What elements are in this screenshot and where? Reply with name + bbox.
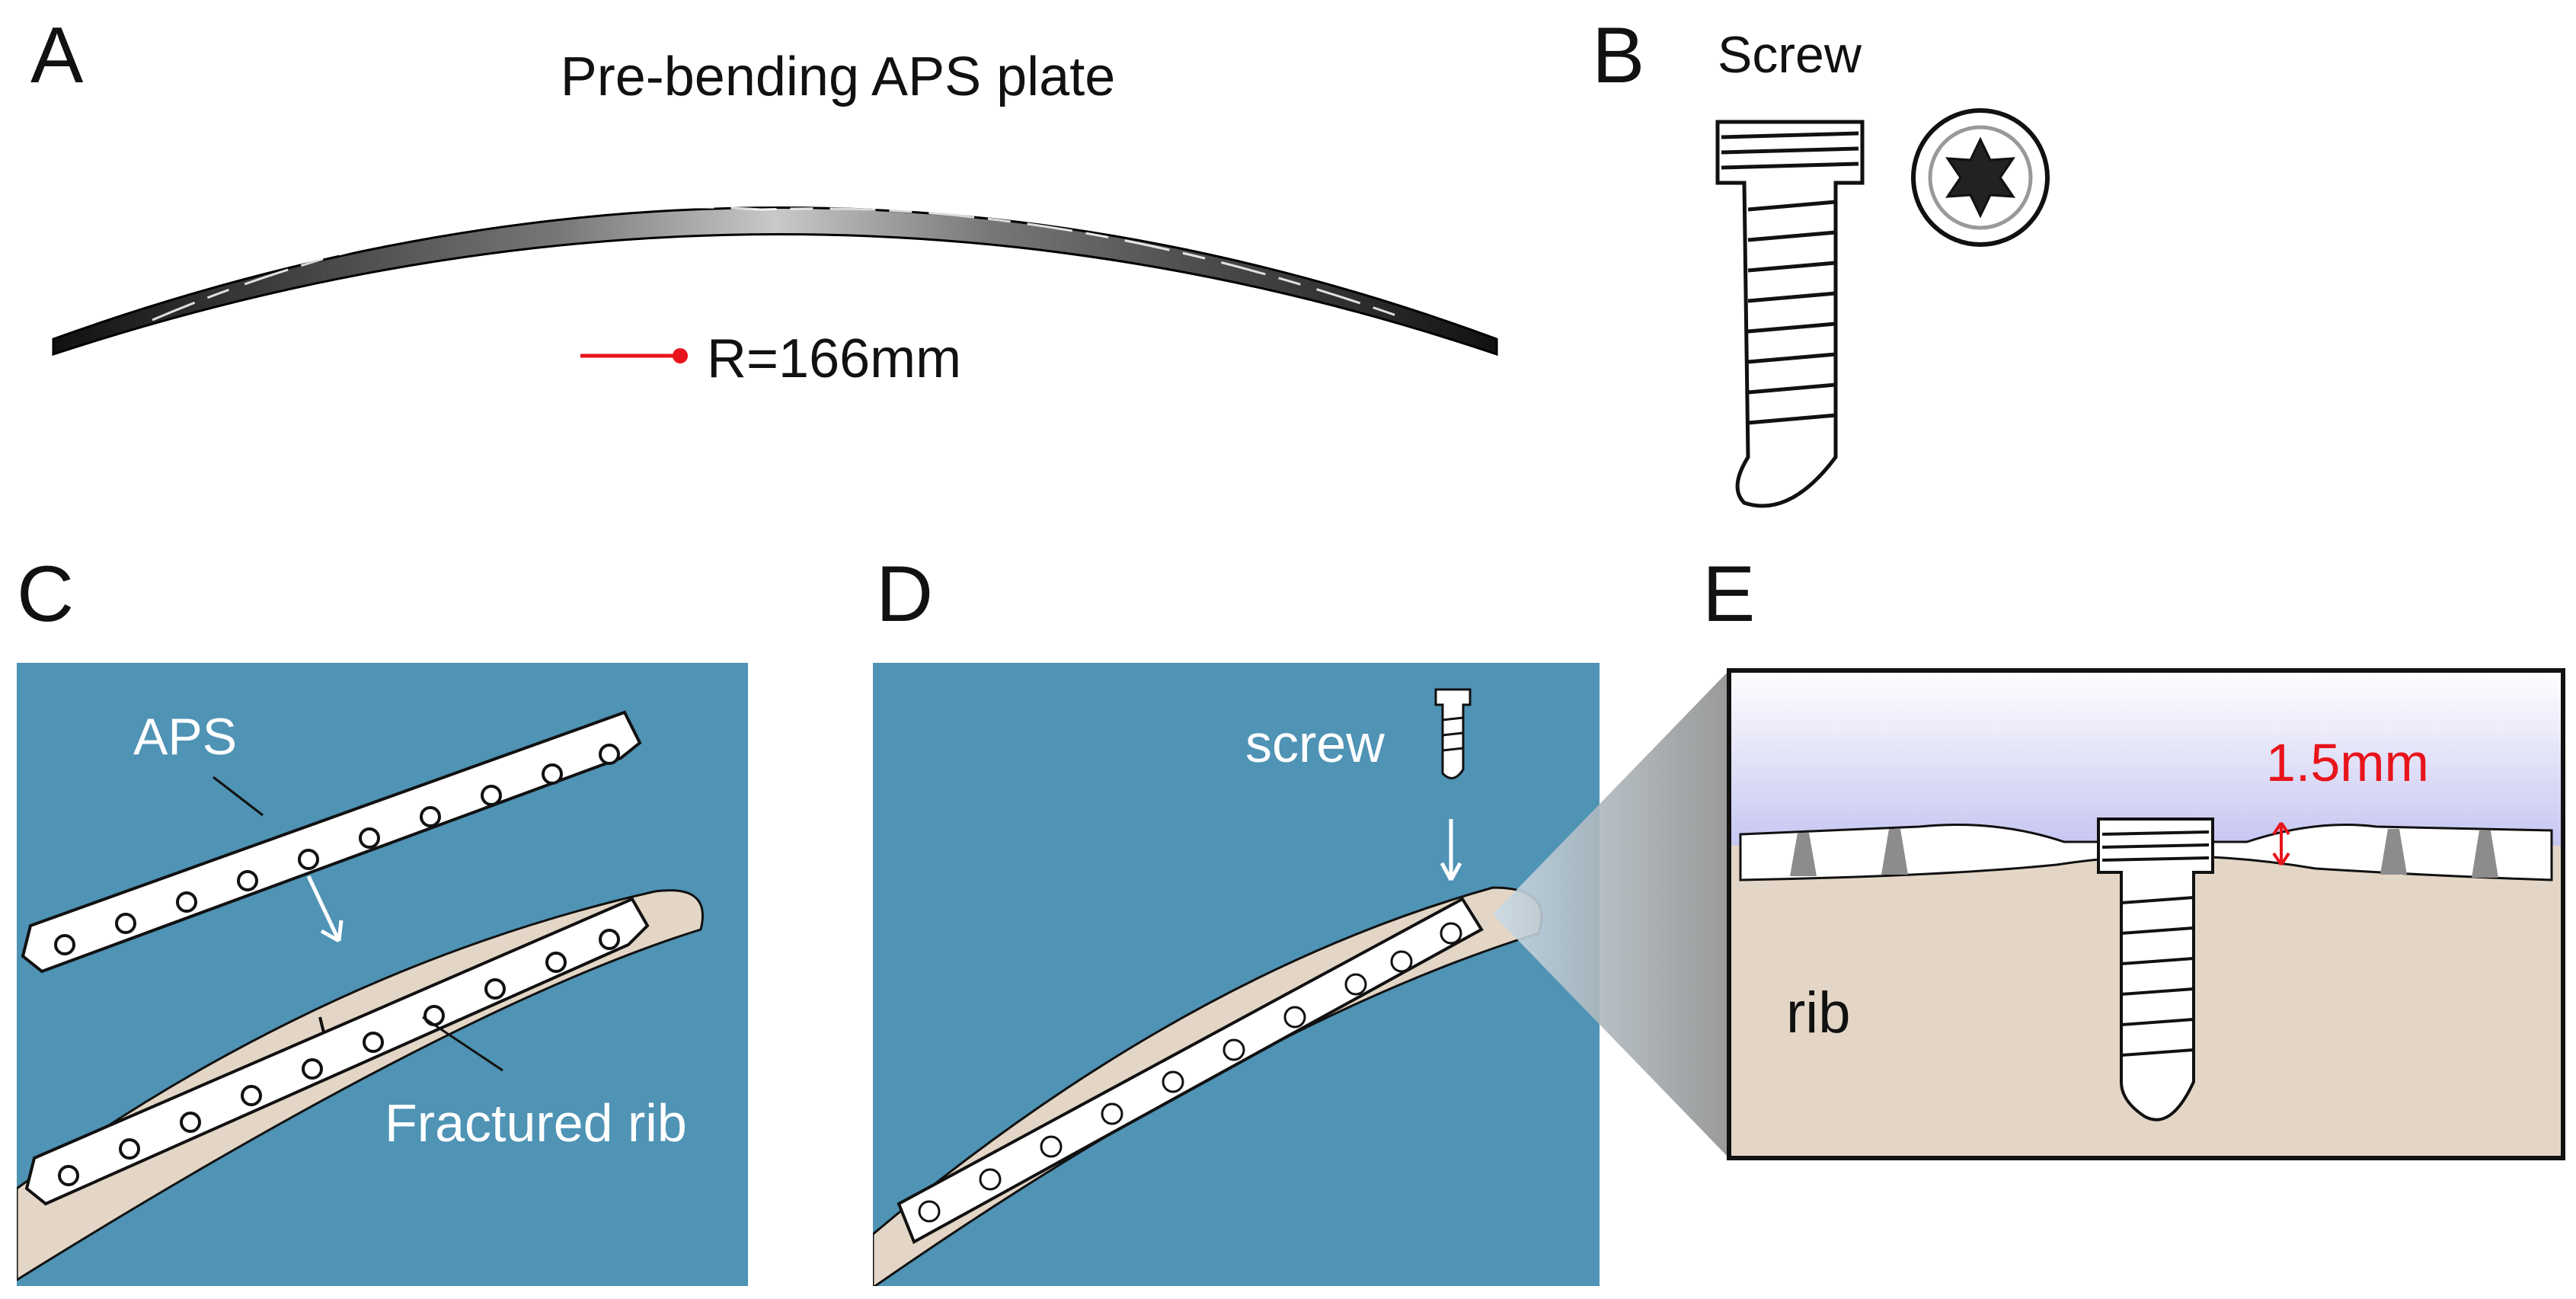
radius-center-dot (673, 348, 688, 363)
fractured-rib-label: Fractured rib (385, 1093, 687, 1153)
panel-c: C APS Fractured rib (17, 550, 748, 1286)
panel-letter-a: A (30, 11, 84, 100)
screw-label: screw (1245, 714, 1385, 773)
thickness-arrow-icon (2272, 821, 2290, 866)
screw-small-icon (1434, 688, 1472, 779)
fixed-plate-screws (918, 922, 1462, 1223)
torx-star-icon (1945, 136, 2015, 219)
panel-e-sky (1729, 670, 2563, 846)
panel-letter-b: B (1592, 11, 1644, 100)
rib-label: rib (1786, 981, 1850, 1045)
screw-head-top-view (1911, 108, 2050, 247)
panel-letter-c: C (17, 550, 74, 638)
pre-bent-plate (52, 206, 1498, 357)
screw-side-view (1715, 120, 1865, 508)
panel-a-title: Pre-bending APS plate (561, 46, 1116, 107)
zoom-cone (1493, 670, 1729, 1158)
down-arrow-icon (1440, 819, 1462, 881)
panel-b: B Screw (1592, 11, 2050, 508)
panel-e-frame (1727, 668, 2565, 1160)
aps-pointer-line (213, 776, 264, 817)
panel-letter-e: E (1702, 550, 1755, 638)
radius-label: R=166mm (707, 328, 961, 389)
panel-d: D screw (873, 550, 1600, 1286)
plate-on-rib-holes (58, 929, 620, 1186)
panel-b-title: Screw (1718, 26, 1862, 84)
fixed-plate (896, 897, 1484, 1244)
plate-hole-contour (152, 206, 1410, 322)
aps-label: APS (133, 708, 237, 766)
plate-gaps (1790, 829, 2498, 878)
panel-a: A Pre-bending APS plate R=166mm (30, 11, 1498, 389)
screw-cross-section (2097, 817, 2214, 1121)
thickness-label: 1.5mm (2266, 733, 2429, 792)
rib-pointer-line (422, 1016, 503, 1072)
down-arrow-icon (306, 875, 344, 943)
aps-plate-holes (54, 744, 620, 955)
panel-letter-d: D (876, 550, 933, 638)
panel-e: E 1.5mm rib (1702, 550, 2565, 1160)
